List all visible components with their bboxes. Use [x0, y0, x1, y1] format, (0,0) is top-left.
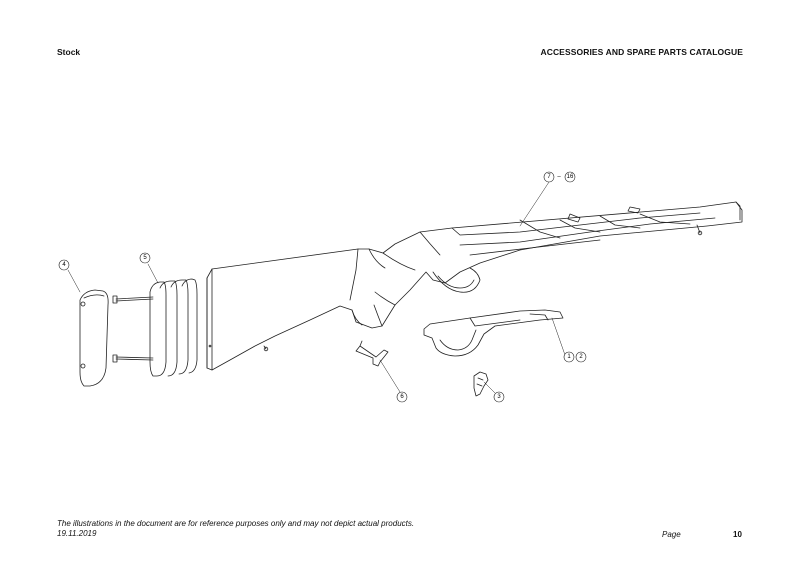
svg-text:2: 2 [579, 354, 583, 360]
svg-text:7: 7 [547, 174, 551, 180]
svg-text:3: 3 [497, 394, 501, 400]
document-date: 19.11.2019 [57, 529, 97, 538]
leader-lines [67, 181, 566, 394]
catalogue-title: ACCESSORIES AND SPARE PARTS CATALOGUE [540, 47, 743, 57]
svg-text:4: 4 [62, 262, 66, 268]
callout-7: 7 [543, 171, 555, 183]
section-title: Stock [57, 47, 81, 57]
svg-text:5: 5 [143, 255, 147, 261]
callout-3: 3 [493, 391, 505, 403]
lever-part [355, 340, 389, 367]
screws-part [112, 295, 154, 363]
callout-1: 1 [563, 351, 575, 363]
callout-4: 4 [58, 259, 70, 271]
disclaimer-text: The illustrations in the document are fo… [57, 519, 415, 528]
svg-text:6: 6 [400, 394, 404, 400]
bracket-part [473, 371, 489, 397]
callout-range-dash: – [557, 174, 561, 180]
callout-6: 6 [396, 391, 408, 403]
page-number: 10 [733, 530, 742, 539]
stock-body-part [206, 201, 743, 371]
page-label: Page [662, 530, 681, 539]
svg-text:1: 1 [567, 354, 571, 360]
spacers-part [149, 278, 198, 377]
butt-plate-part [79, 289, 109, 387]
trigger-guard-part [423, 309, 564, 357]
callout-16: 16 [564, 171, 576, 183]
callout-5: 5 [139, 252, 151, 264]
svg-text:16: 16 [567, 174, 574, 180]
callout-2: 2 [575, 351, 587, 363]
